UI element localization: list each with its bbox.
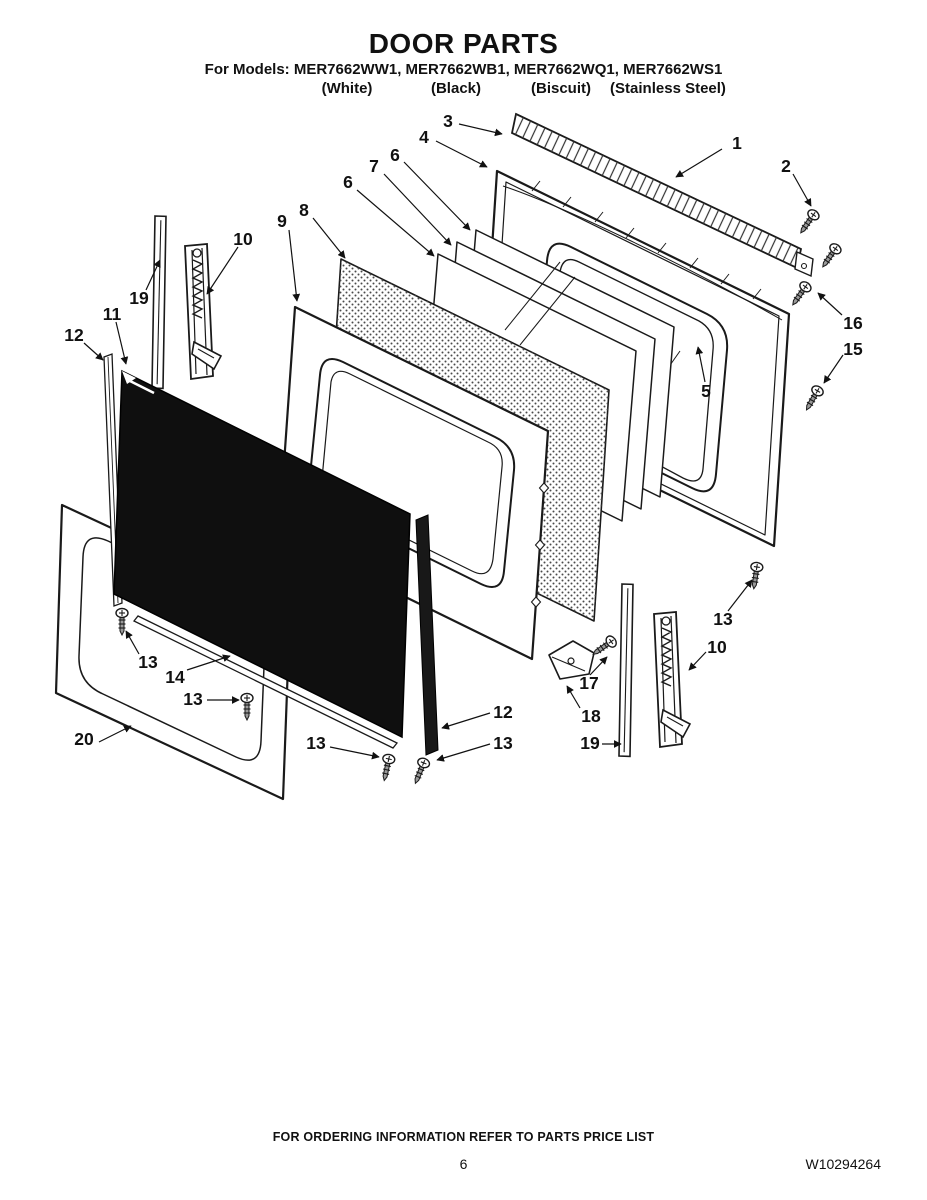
callout-4: 4 xyxy=(419,127,429,147)
callout-9: 9 xyxy=(277,211,287,231)
part-15-screw xyxy=(800,383,826,414)
callout-19b: 19 xyxy=(580,733,600,753)
callout-2: 2 xyxy=(781,156,791,176)
callout-13a: 13 xyxy=(713,609,733,629)
callout-19a: 19 xyxy=(129,288,149,308)
part-18-bracket xyxy=(548,640,595,680)
page-number: 6 xyxy=(459,1156,468,1172)
callout-5: 5 xyxy=(701,381,711,401)
part-19-hinge-rail-right xyxy=(615,583,637,758)
part-1-handle-trim xyxy=(510,112,814,278)
finishes-line: (White) (Black) (Biscuit) (Stainless Ste… xyxy=(0,80,927,100)
callout-7: 7 xyxy=(369,156,379,176)
callout-15: 15 xyxy=(843,339,863,359)
callout-13e: 13 xyxy=(306,733,326,753)
part-9-inner-door-panel xyxy=(277,305,550,661)
callout-6a: 6 xyxy=(390,145,400,165)
part-12-side-trim-center xyxy=(415,514,439,756)
callout-12a: 12 xyxy=(64,325,84,345)
part-2-screw xyxy=(795,206,822,237)
ordering-note: FOR ORDERING INFORMATION REFER TO PARTS … xyxy=(272,1130,655,1144)
callout-14: 14 xyxy=(165,667,185,687)
page-title: DOOR PARTS xyxy=(368,28,559,59)
callout-18: 18 xyxy=(581,706,601,726)
part-14-bottom-trim xyxy=(132,615,399,749)
part-19-hinge-rail-left xyxy=(148,215,170,390)
callout-13b: 13 xyxy=(138,652,158,672)
callout-8: 8 xyxy=(299,200,309,220)
screw-boss-icons xyxy=(530,482,550,608)
models-line: For Models: MER7662WW1, MER7662WB1, MER7… xyxy=(204,61,723,78)
leader-lines xyxy=(83,123,844,762)
callout-1: 1 xyxy=(732,133,742,153)
callout-17: 17 xyxy=(579,673,598,693)
callout-10a: 10 xyxy=(233,229,253,249)
callout-12b: 12 xyxy=(493,702,513,722)
callout-20: 20 xyxy=(74,729,94,749)
finish-black: (Black) xyxy=(430,80,482,97)
callout-labels: 3 4 1 2 6 7 6 8 9 10 19 11 12 16 15 5 13… xyxy=(64,111,863,753)
part-13-screw-right xyxy=(747,560,765,591)
callout-10b: 10 xyxy=(707,637,727,657)
callout-16: 16 xyxy=(843,313,863,333)
part-13-screws-bottom xyxy=(377,752,432,787)
callout-11: 11 xyxy=(103,304,122,324)
part-11-outer-glass-black xyxy=(113,369,411,739)
part-10-hinge-left xyxy=(184,243,222,380)
finish-white: (White) xyxy=(321,80,373,97)
callout-13d: 13 xyxy=(493,733,513,753)
part-10-hinge-right xyxy=(653,611,691,748)
finish-biscuit: (Biscuit) xyxy=(531,80,591,97)
callout-13c: 13 xyxy=(183,689,203,709)
document-number: W10294264 xyxy=(805,1156,881,1172)
callout-6b: 6 xyxy=(343,172,353,192)
finish-stainless: (Stainless Steel) xyxy=(610,80,726,97)
callout-3: 3 xyxy=(443,111,453,131)
